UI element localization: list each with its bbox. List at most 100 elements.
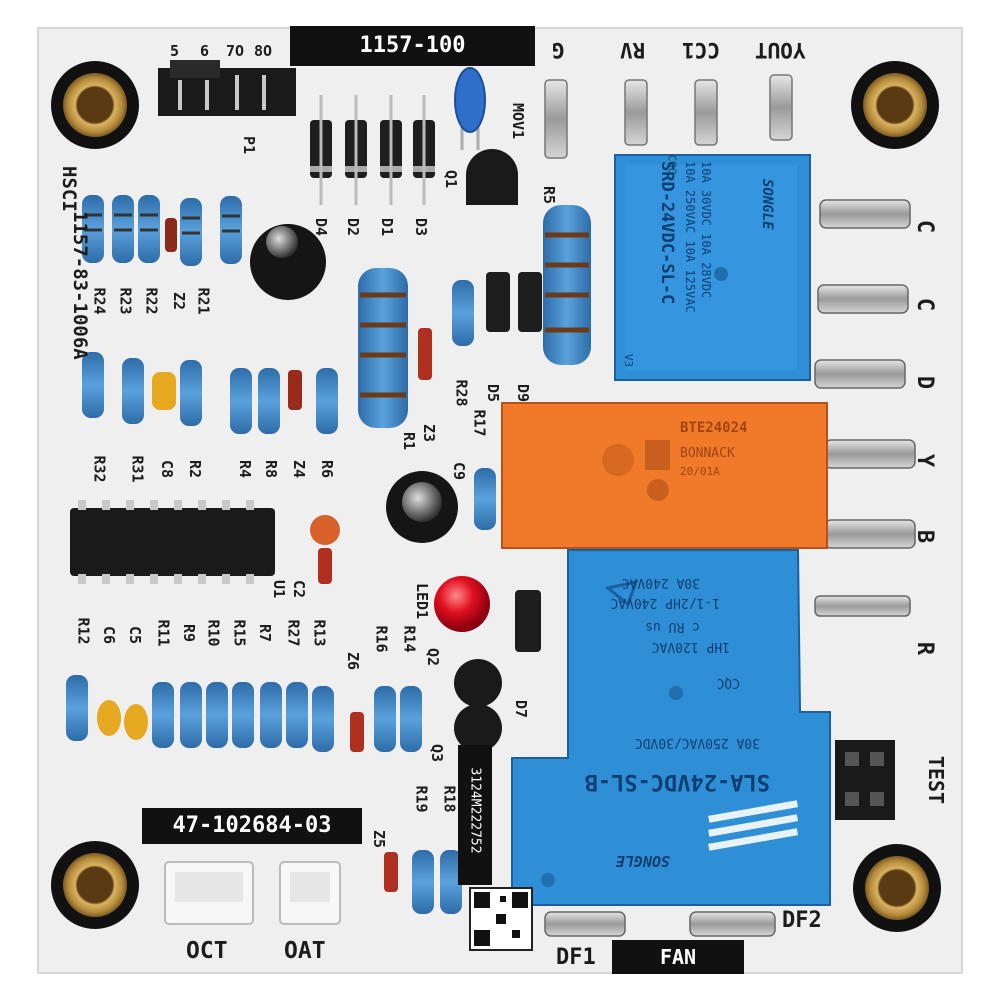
relay-bottom-blue — [511, 549, 831, 906]
side-label-b: B — [912, 529, 938, 544]
pin-label-5: 5 — [170, 42, 180, 60]
resistor-group-bottom — [66, 675, 422, 752]
label-r10: R10 — [204, 619, 223, 647]
label-r21: R21 — [194, 287, 213, 315]
pin-label-6: 6 — [200, 42, 210, 60]
label-z4: Z4 — [290, 459, 309, 479]
label-r11: R11 — [154, 619, 173, 647]
label-d9: D9 — [514, 383, 533, 403]
brand-vertical-label: HSCI — [58, 166, 80, 216]
resistor-r19 — [412, 850, 434, 914]
relay-top-model: SRD-24VDC-SL-C — [657, 161, 677, 305]
side-label-y: Y — [912, 453, 938, 468]
serial-bar: 3124M222752 — [458, 745, 492, 885]
relay-bottom-model: SLA-24VDC-SL-B — [584, 769, 770, 794]
label-d4: D4 — [312, 217, 331, 237]
label-c2: C2 — [290, 579, 309, 599]
relay-top-brand: SONGLE — [759, 179, 775, 230]
bottom-id-text: 47-102684-03 — [172, 813, 332, 838]
zener-z1 — [318, 548, 332, 584]
label-r17: R17 — [470, 409, 489, 437]
relay-top-text: SRD-24VDC-SL-C 10A 250VAC 10A 125VAC 10A… — [612, 154, 812, 376]
resistor-r28 — [452, 280, 474, 346]
label-r13: R13 — [310, 619, 329, 647]
capacitor-c2 — [310, 515, 340, 545]
top-terminal-tabs — [544, 74, 793, 159]
relay-top-cqc: CQC — [665, 154, 679, 175]
label-r32: R32 — [90, 455, 109, 483]
label-z6: Z6 — [344, 651, 363, 671]
relay-bottom-cert: c RU us — [645, 619, 700, 634]
pin-label-7: 7O — [226, 42, 245, 60]
pin-label-8: 8O — [254, 42, 273, 60]
zener-z3 — [418, 328, 432, 380]
label-d1: D1 — [378, 217, 397, 237]
terminal-label-yout: YOUT — [755, 38, 806, 62]
label-z2: Z2 — [170, 291, 189, 311]
model-vertical-label: 1157-83-1006A — [69, 211, 91, 411]
relay-bottom-spec2: 1-1/2HP 240VAC — [610, 595, 720, 610]
relay-middle-line3: 20/01A — [680, 465, 720, 478]
resistor-r5 — [543, 205, 591, 365]
label-d3: D3 — [412, 217, 431, 237]
label-df2: DF2 — [782, 908, 822, 933]
serial-text: 3124M222752 — [467, 767, 483, 854]
label-d5: D5 — [484, 383, 503, 403]
diode-d7 — [515, 590, 541, 652]
led1 — [434, 576, 490, 632]
capacitor-c8 — [152, 372, 176, 410]
side-label-r: R — [912, 641, 938, 656]
top-label-bar: 1157-100 — [290, 26, 535, 66]
connector-oat — [279, 861, 341, 925]
label-q1: Q1 — [442, 169, 461, 189]
label-r15: R15 — [230, 619, 249, 647]
top-label-text: 1157-100 — [359, 33, 466, 58]
diode-d9 — [518, 272, 542, 332]
transistor-q1 — [466, 149, 518, 205]
mounting-hole-bottom-left — [51, 841, 139, 929]
relay-middle-orange — [501, 402, 828, 549]
label-r22: R22 — [142, 287, 161, 315]
label-r24: R24 — [90, 287, 109, 315]
relay-middle-line2: BONNACK — [680, 446, 735, 461]
label-r5: R5 — [540, 185, 559, 205]
label-r9: R9 — [180, 623, 199, 643]
label-r23: R23 — [116, 287, 135, 315]
side-label-c1: C — [912, 219, 938, 234]
label-r16: R16 — [372, 625, 391, 653]
relay-bottom-text: SLA-24VDC-SL-B 30A 250VAC/30VDC CQC 1HP … — [560, 560, 800, 890]
relay-top-spec2: 10A 30VDC 10A 28VDC — [699, 161, 713, 299]
label-c8: C8 — [158, 459, 177, 479]
relay-bottom-cqc: CQC — [716, 675, 740, 690]
relay-bottom-spec1: 30A 240VAC — [621, 575, 700, 590]
fan-bar: FAN — [612, 940, 744, 974]
label-led1: LED1 — [413, 582, 432, 620]
connector-oct — [164, 861, 254, 925]
label-r18: R18 — [440, 785, 459, 813]
label-oat: OAT — [284, 938, 326, 964]
side-label-c2: C — [912, 297, 938, 312]
header-p1 — [158, 60, 296, 116]
qr-code — [469, 887, 533, 951]
terminal-label-rv: RV — [620, 38, 646, 62]
label-r4: R4 — [236, 459, 255, 479]
test-header — [835, 740, 895, 820]
label-u1: U1 — [270, 579, 289, 599]
model-vertical-text: 1157-83-1006A — [69, 211, 91, 360]
relay-top-blue — [614, 154, 811, 381]
label-r1: R1 — [400, 431, 419, 451]
mounting-hole-top-right — [851, 61, 939, 149]
bottom-terminal-tabs — [544, 911, 776, 937]
mounting-hole-top-left — [51, 61, 139, 149]
label-c9: C9 — [450, 461, 469, 481]
relay-bottom-spec3: 1HP 120VAC — [651, 639, 730, 654]
label-d7: D7 — [512, 699, 531, 719]
label-r31: R31 — [128, 455, 147, 483]
relay-top-spec1: 10A 250VAC 10A 125VAC — [683, 161, 697, 313]
terminal-label-cc1: CC1 — [682, 38, 720, 62]
resistor-r18 — [440, 850, 462, 914]
label-z3: Z3 — [420, 423, 439, 443]
fan-label: FAN — [659, 945, 697, 969]
label-df1: DF1 — [556, 945, 596, 970]
label-mov1: MOV1 — [509, 102, 528, 140]
